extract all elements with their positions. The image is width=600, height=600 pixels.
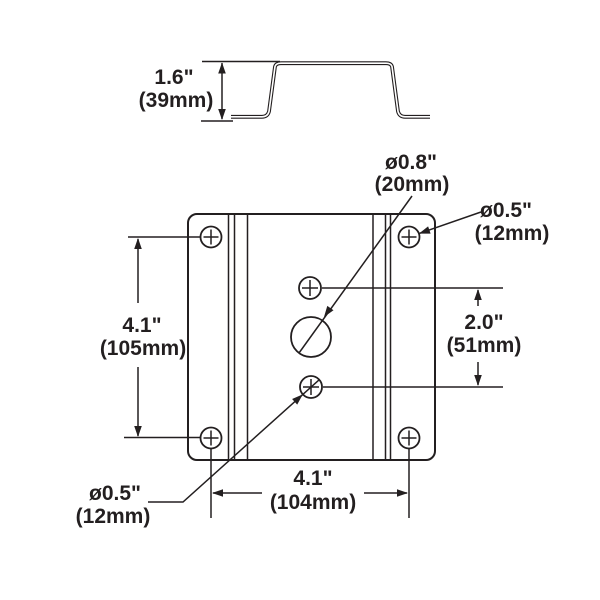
corner-hole-top-right (397, 225, 421, 249)
dimension-right-hole-spacing: 2.0" (51mm) (322, 287, 522, 388)
dim-arrow-down (474, 375, 482, 386)
profile-height-label-metric: (39mm) (139, 89, 214, 112)
center-hole-top (298, 276, 322, 300)
leader-arrowhead (292, 394, 303, 405)
dim-arrow-right (397, 489, 408, 497)
dimension-bottom-width: 4.1" (104mm) (210, 449, 410, 518)
dimension-left-height: 4.1" (105mm) (100, 236, 200, 439)
leader-bottom-hole: ø0.5" (12mm) (76, 378, 321, 528)
profile-height-label-inches: 1.6" (154, 66, 193, 89)
left-dim-label-metric: (105mm) (100, 337, 186, 360)
hat-channel-profile-outline (231, 61, 430, 119)
leader-center-hole: ø0.8" (20mm) (298, 151, 450, 354)
leader-arrowhead (418, 226, 431, 234)
leader-line (298, 195, 413, 354)
profile-view: 1.6" (39mm) (139, 60, 430, 122)
hat-channel-profile-core (231, 62, 430, 118)
center-hole-label-metric: (20mm) (375, 173, 450, 196)
dim-arrow-down (134, 426, 142, 437)
center-hole-label-inches: ø0.8" (385, 151, 437, 174)
bottom-dim-label-metric: (104mm) (270, 491, 356, 514)
dim-arrow-left (212, 489, 223, 497)
profile-height-arrow-up (218, 62, 226, 74)
plan-view: ø0.8" (20mm) ø0.5" (12mm) ø0.5" (12mm) 4… (76, 151, 550, 528)
bottom-hole-label-metric: (12mm) (76, 505, 151, 528)
bottom-hole-label-inches: ø0.5" (89, 482, 141, 505)
right-dim-label-inches: 2.0" (464, 311, 503, 334)
leader-line (148, 378, 321, 503)
leader-corner-hole: ø0.5" (12mm) (418, 199, 550, 245)
leader-arrowhead (324, 305, 334, 317)
dim-arrow-up (134, 238, 142, 249)
corner-hole-bottom-left (199, 426, 223, 450)
bend-lines (227, 214, 392, 460)
bottom-dim-label-inches: 4.1" (293, 467, 332, 490)
dim-arrow-up (474, 289, 482, 300)
corner-hole-label-metric: (12mm) (475, 222, 550, 245)
right-dim-label-metric: (51mm) (447, 334, 522, 357)
profile-height-arrow-down (218, 109, 226, 120)
corner-hole-top-left (199, 225, 223, 249)
corner-hole-bottom-right (397, 426, 421, 450)
left-dim-label-inches: 4.1" (122, 314, 161, 337)
corner-hole-label-inches: ø0.5" (480, 199, 532, 222)
